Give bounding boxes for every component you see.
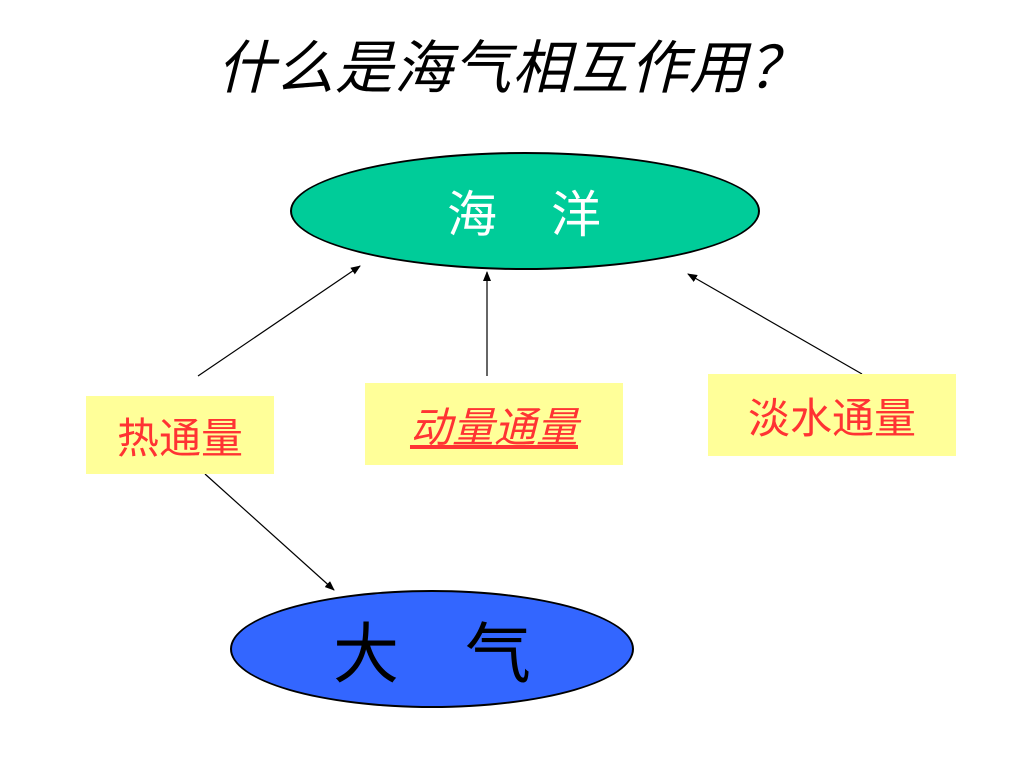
slide-title: 什么是海气相互作用？ — [216, 34, 807, 102]
arrow-heat-to-ocean — [197, 265, 361, 377]
ocean-node: 海 洋 — [290, 152, 760, 270]
momentum-flux-box: 动量通量 — [365, 383, 623, 465]
ocean-label: 海 洋 — [447, 186, 603, 244]
heat-flux-box: 热通量 — [86, 396, 274, 474]
heat-flux-label: 热通量 — [116, 413, 243, 463]
freshwater-flux-box: 淡水通量 — [708, 374, 956, 456]
momentum-flux-label: 动量通量 — [409, 402, 578, 452]
arrow-heat-to-atmosphere — [204, 473, 335, 591]
atmosphere-label: 大 气 — [333, 616, 531, 693]
arrow-freshwater-to-ocean — [687, 273, 863, 375]
atmosphere-node: 大 气 — [230, 590, 634, 708]
freshwater-flux-label: 淡水通量 — [747, 393, 916, 443]
